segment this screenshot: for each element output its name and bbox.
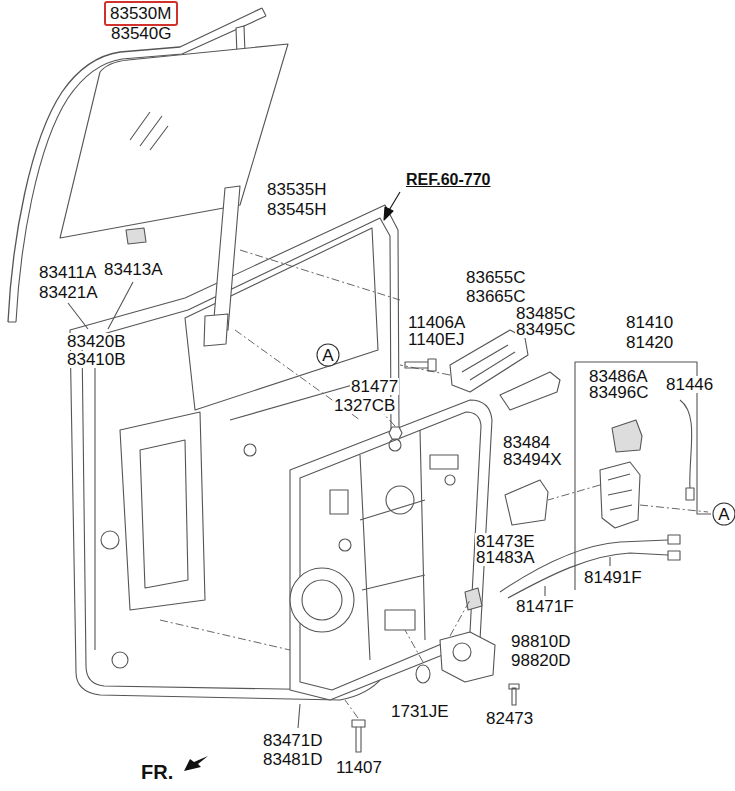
part-number: 81473E: [475, 533, 536, 550]
bolt: [352, 720, 365, 752]
guide-line: [345, 700, 358, 718]
highlight-box: 83530M: [104, 1, 178, 26]
latch-cover: [505, 480, 548, 525]
cable-end: [668, 551, 680, 560]
part-number: 83655C: [465, 269, 527, 286]
channel-bracket: [204, 314, 228, 346]
latch-cap: [612, 420, 642, 452]
part-number: 83485C: [515, 305, 577, 322]
rear-channel: [213, 186, 240, 330]
part-number: 83665C: [465, 288, 527, 305]
part-number: 81420: [625, 334, 674, 351]
part-number: 83545H: [266, 201, 328, 218]
grommet: [416, 665, 430, 683]
part-number: 83540G: [110, 25, 173, 42]
window-motor: [453, 643, 471, 661]
part-number: 81483A: [475, 549, 536, 566]
part-number: 83535H: [266, 181, 328, 198]
direction-label: FR.: [140, 762, 174, 782]
leader-line: [298, 704, 300, 728]
module-panel: [300, 412, 481, 690]
door-hole: [244, 444, 256, 456]
callout-number: 83530M: [110, 5, 172, 22]
guide-line: [160, 620, 290, 650]
cable-end: [668, 535, 680, 544]
window-motor: [440, 632, 495, 682]
group-bracket: [575, 362, 711, 590]
part-number: 81477: [350, 378, 399, 395]
part-number: 11407: [335, 759, 383, 776]
part-number: 83471D: [262, 732, 324, 749]
part-number: 83484: [502, 434, 551, 451]
reference-note: REF.60-770: [405, 172, 492, 188]
part-number: 1327CB: [333, 397, 396, 414]
circle-outline: [713, 503, 735, 525]
door-inner: [120, 412, 205, 610]
door-glass: [60, 44, 288, 238]
part-number: 83410B: [66, 351, 127, 368]
reference-circle: A: [316, 343, 340, 367]
part-number: 83411A: [38, 264, 97, 281]
regulator-rail: [360, 430, 425, 660]
bolt: [509, 684, 519, 705]
lock-cable: [680, 400, 692, 490]
ref-arrow: [384, 207, 393, 220]
module-detail: [385, 610, 415, 630]
part-number: 98820D: [510, 652, 572, 669]
part-number: 81446: [665, 376, 714, 393]
guide-line: [240, 250, 400, 300]
cable-clip: [465, 588, 482, 610]
part-number: 83420B: [66, 333, 127, 350]
door-hole: [101, 531, 119, 549]
module-hole: [389, 439, 401, 451]
speaker-mount: [290, 568, 354, 632]
nut: [389, 427, 402, 439]
part-number: 81471F: [515, 598, 575, 615]
guide-line: [548, 485, 600, 500]
circle-outline: [317, 344, 339, 366]
part-number: 83495C: [515, 321, 577, 338]
door-latch: [608, 474, 632, 510]
part-number: 11406A: [407, 314, 466, 331]
part-number: 83481D: [262, 751, 324, 768]
guide-line: [640, 505, 708, 512]
callout-number: A: [712, 506, 735, 523]
module-detail: [330, 490, 348, 514]
part-number: 83413A: [103, 261, 164, 278]
module-hole: [445, 475, 455, 485]
guide-line: [400, 365, 450, 375]
module-hole: [386, 486, 414, 514]
handle-bracket: [462, 345, 515, 380]
part-number: 83486A: [588, 368, 649, 385]
cable-end: [686, 488, 694, 500]
glass-shade: [130, 112, 168, 150]
part-number: 82473: [485, 710, 534, 727]
part-number: 83496C: [588, 384, 650, 401]
reference-circle: A: [712, 502, 735, 526]
part-number: 83421A: [38, 284, 99, 301]
door-hole: [112, 652, 128, 668]
bolt: [405, 359, 436, 371]
callout-number: A: [316, 347, 340, 364]
part-number: 81491F: [583, 569, 643, 586]
speaker-mount: [302, 580, 342, 620]
part-number: 1731JE: [390, 703, 450, 720]
guide-line: [405, 630, 423, 662]
module-detail: [430, 455, 458, 469]
glass-clip: [126, 228, 146, 244]
handle-cover: [500, 372, 560, 410]
door-latch: [600, 462, 640, 528]
guide-line: [450, 600, 470, 636]
part-number: 98810D: [510, 633, 572, 650]
part-number: 1140EJ: [407, 331, 465, 348]
part-number: 83494X: [502, 451, 563, 468]
part-number: 81410: [625, 314, 674, 331]
front-arrow: [184, 756, 208, 771]
module-hole: [339, 539, 351, 551]
